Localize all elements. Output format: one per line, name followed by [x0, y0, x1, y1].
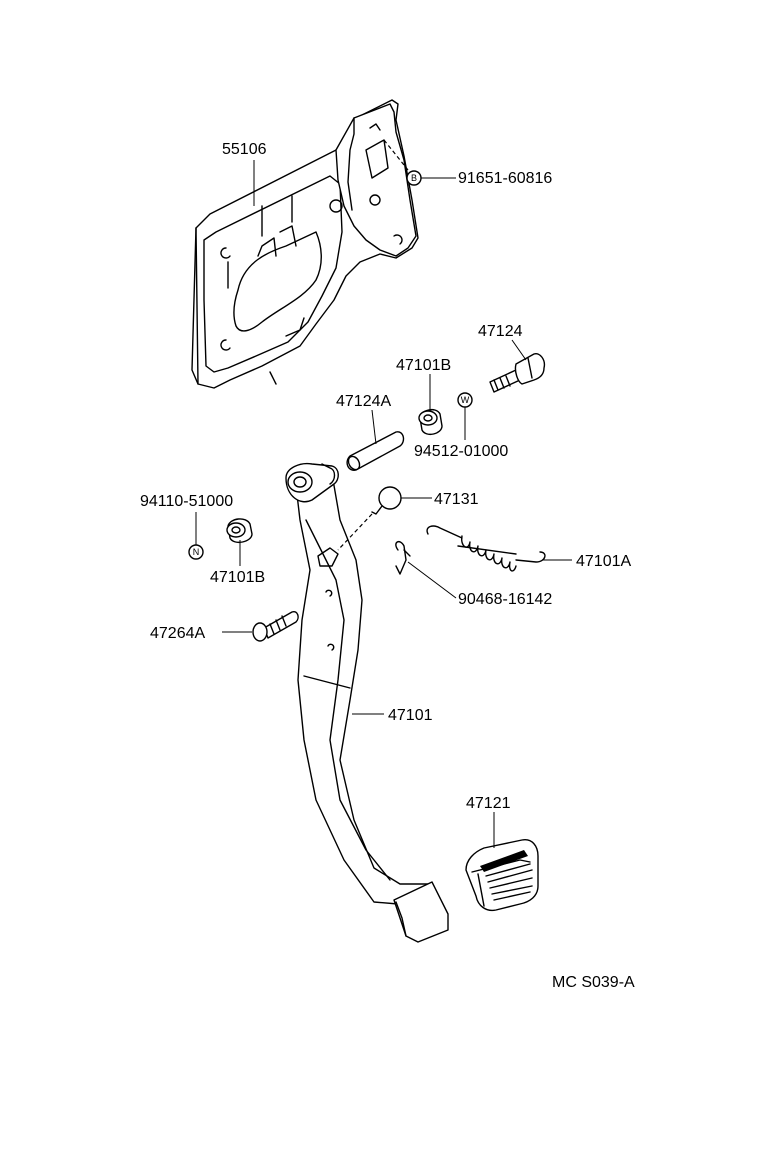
return-spring-47101a — [426, 525, 546, 572]
label-47101b-top: 47101B — [396, 357, 451, 374]
label-47124: 47124 — [478, 323, 523, 340]
marker-n-icon: N — [188, 544, 204, 560]
label-47101a: 47101A — [576, 553, 631, 570]
label-94512-01000: 94512-01000 — [414, 443, 508, 460]
label-94110-51000: 94110-51000 — [140, 493, 233, 510]
bolt-47264a — [252, 610, 299, 642]
label-91651-60816: 91651-60816 — [458, 170, 552, 187]
leader-47131-dashed — [337, 513, 373, 551]
label-55106: 55106 — [222, 141, 267, 158]
label-90468-16142: 90468-16142 — [458, 591, 552, 608]
marker-w-icon: W — [457, 392, 473, 408]
svg-text:B: B — [411, 173, 417, 183]
marker-b-icon: B — [406, 170, 422, 186]
label-47101: 47101 — [388, 707, 433, 724]
label-47121: 47121 — [466, 795, 511, 812]
clip-90468 — [395, 540, 411, 575]
bushing-47101b-top — [418, 408, 443, 436]
label-47101b-left: 47101B — [210, 569, 265, 586]
pedal-pad-47121 — [465, 839, 539, 912]
svg-text:N: N — [193, 547, 200, 557]
ball-47131 — [371, 486, 402, 515]
label-47124a: 47124A — [336, 393, 391, 410]
leader-90468 — [407, 561, 457, 599]
bushing-47101b-left — [226, 518, 253, 544]
sleeve-47124a — [346, 431, 405, 471]
leader-47124a — [371, 409, 377, 445]
diagram-code: MC S039-A — [552, 974, 635, 991]
label-47131: 47131 — [434, 491, 479, 508]
label-47264a: 47264A — [150, 625, 205, 642]
bolt-47124 — [489, 353, 546, 393]
leader-47124 — [511, 339, 527, 361]
svg-text:W: W — [461, 395, 470, 405]
pedal-bracket-55106 — [191, 99, 419, 389]
pedal-arm-47101 — [285, 462, 449, 943]
